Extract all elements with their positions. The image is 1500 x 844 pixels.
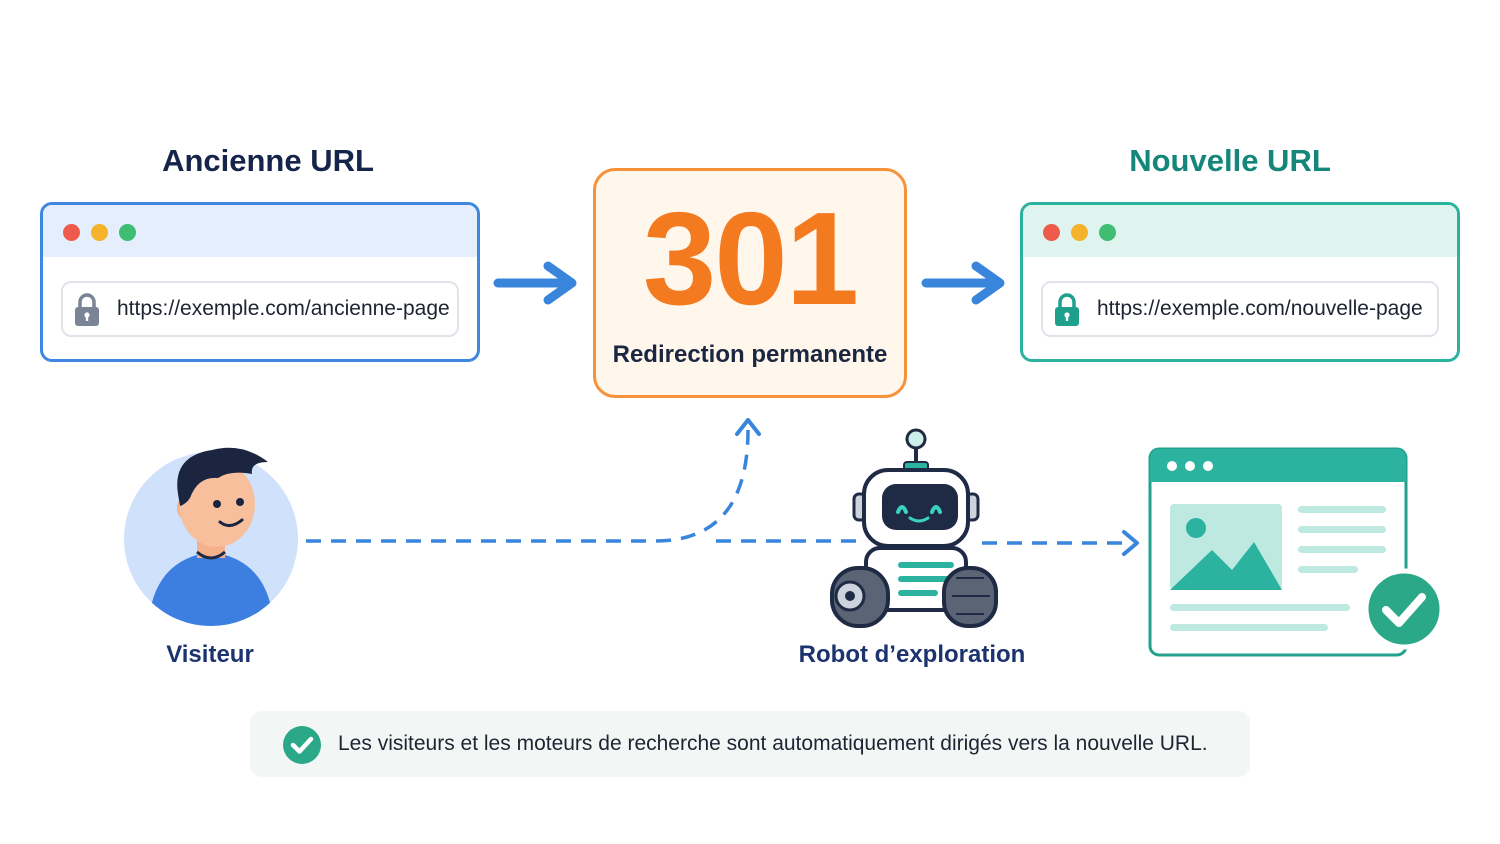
new-url-browser-window: https://exemple.com/nouvelle-page bbox=[1020, 202, 1460, 362]
redirect-label: Redirection permanente bbox=[612, 341, 888, 368]
crawler-label: Robot d’exploration bbox=[798, 641, 1026, 668]
window-maximize-dot bbox=[1099, 224, 1116, 241]
webpage-icon bbox=[1148, 447, 1445, 657]
browser-titlebar bbox=[1023, 205, 1457, 257]
redirect-status-code: 301 bbox=[642, 185, 859, 332]
visitor-avatar bbox=[124, 447, 298, 626]
window-close-dot bbox=[1043, 224, 1060, 241]
old-url-address-bar: https://exemple.com/ancienne-page bbox=[61, 281, 459, 337]
arrow-up-icon bbox=[735, 418, 761, 436]
visitor-redirect-path bbox=[306, 429, 750, 543]
footer-note: Les visiteurs et les moteurs de recherch… bbox=[250, 711, 1250, 777]
old-url-title: Ancienne URL bbox=[162, 143, 374, 178]
window-minimize-dot bbox=[91, 224, 108, 241]
arrow-right-icon bbox=[921, 261, 1005, 305]
lock-icon bbox=[1055, 293, 1079, 326]
lock-icon bbox=[75, 293, 99, 326]
new-url-text: https://exemple.com/nouvelle-page bbox=[1097, 297, 1423, 320]
old-url-text: https://exemple.com/ancienne-page bbox=[117, 297, 450, 320]
new-url-title: Nouvelle URL bbox=[1129, 143, 1331, 178]
footer-text: Les visiteurs et les moteurs de recherch… bbox=[338, 732, 1208, 755]
arrow-right-icon bbox=[493, 261, 577, 305]
window-close-dot bbox=[63, 224, 80, 241]
redirect-box: 301 Redirection permanente bbox=[593, 168, 907, 398]
checkmark-icon bbox=[1363, 568, 1445, 650]
browser-titlebar bbox=[43, 205, 477, 257]
visitor-label: Visiteur bbox=[166, 641, 254, 668]
window-minimize-dot bbox=[1071, 224, 1088, 241]
check-circle-icon bbox=[283, 726, 321, 764]
new-url-address-bar: https://exemple.com/nouvelle-page bbox=[1041, 281, 1439, 337]
window-maximize-dot bbox=[119, 224, 136, 241]
robot-icon bbox=[830, 428, 998, 628]
arrow-right-small-icon bbox=[1122, 530, 1139, 556]
old-url-browser-window: https://exemple.com/ancienne-page bbox=[40, 202, 480, 362]
